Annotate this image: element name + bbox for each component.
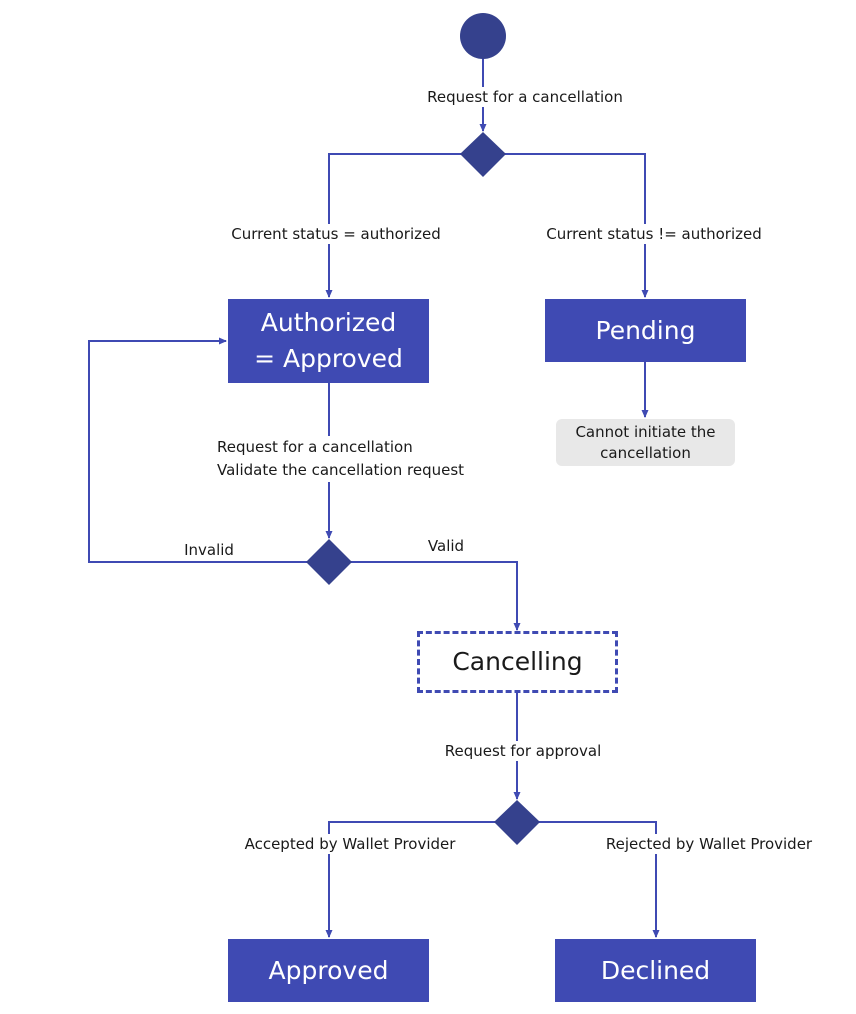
state-approved: Approved [228, 939, 429, 1002]
note-line-2: cancellation [600, 443, 691, 462]
label-status-not-authorized: Current status != authorized [544, 224, 764, 244]
state-pending: Pending [545, 299, 746, 362]
state-authorized-line-2: = Approved [254, 344, 403, 373]
label-invalid: Invalid [184, 541, 234, 559]
state-declined-label: Declined [600, 955, 711, 985]
label-status-authorized: Current status = authorized [229, 224, 443, 244]
label-valid: Valid [427, 537, 465, 555]
state-cancelling-label: Cancelling [452, 647, 583, 676]
edge-decision-1-to-authorized [325, 153, 461, 298]
note-cannot-initiate: Cannot initiate the cancellation [556, 419, 735, 466]
edge-invalid-loop [88, 337, 307, 563]
label-accepted: Accepted by Wallet Provider [242, 834, 458, 854]
edge-decision-1-to-pending [505, 153, 649, 298]
edge-valid-to-cancelling [351, 561, 521, 631]
label-rejected: Rejected by Wallet Provider [603, 834, 815, 854]
state-cancelling: Cancelling [417, 631, 618, 693]
label-request-cancellation: Request for a cancellation [424, 87, 626, 107]
state-authorized: Authorized = Approved [228, 299, 429, 383]
decision-node-approval [494, 800, 540, 845]
label-request-cancellation-2: Request for a cancellation [217, 438, 413, 456]
label-request-approval: Request for approval [441, 741, 605, 761]
label-request-validate: Request for a cancellation Validate the … [215, 436, 467, 482]
edge-decision-3-to-approved [325, 821, 495, 938]
note-line-1: Cannot initiate the [575, 422, 716, 441]
state-authorized-line-1: Authorized [260, 308, 397, 337]
edge-decision-3-to-declined [539, 821, 660, 938]
state-declined: Declined [555, 939, 756, 1002]
state-approved-label: Approved [268, 955, 389, 985]
decision-node-status [460, 132, 506, 177]
label-validate-request: Validate the cancellation request [217, 461, 465, 479]
state-pending-label: Pending [595, 315, 696, 345]
decision-node-validation [306, 539, 352, 585]
initial-node [460, 13, 506, 59]
